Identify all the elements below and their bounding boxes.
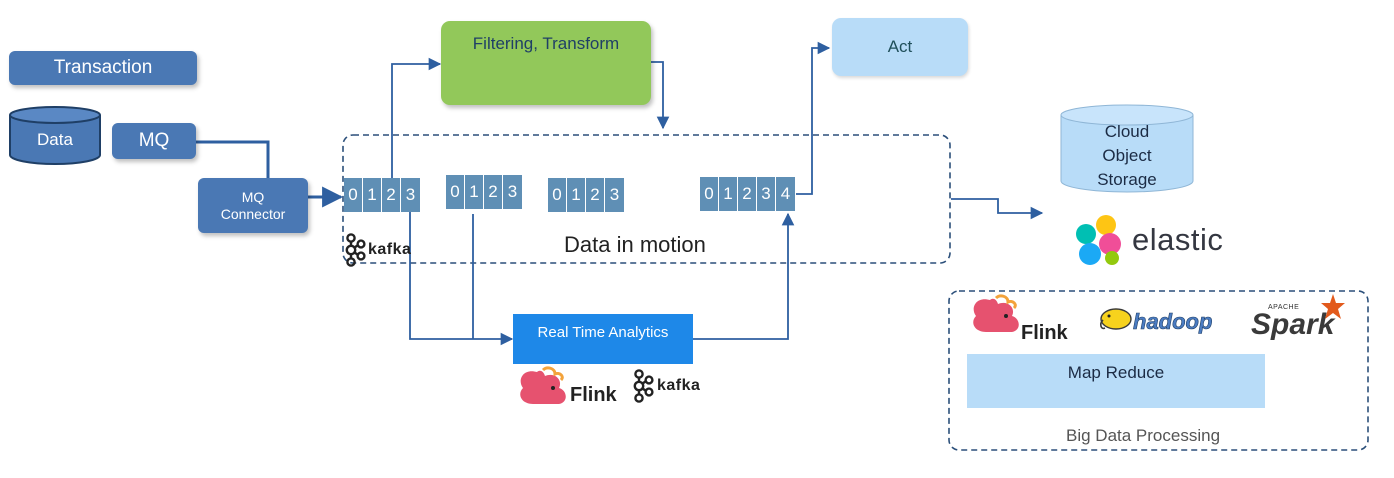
elastic-logo-icon [1076,215,1121,265]
stream-to-storage-arrow [951,198,1044,220]
map-reduce-label: Map Reduce [1067,363,1165,382]
queue-cell: 1 [465,175,484,209]
cloud-line2: Object [1102,146,1152,165]
queue-cell: 0 [548,178,567,212]
mq-to-connector-line [196,140,270,178]
mq-connector-line2: Connector [220,205,286,222]
act-box: Act [832,18,968,76]
queue-cell: 2 [586,178,605,212]
kafka-logo-text-2: kafka [657,377,701,394]
kafka-logo-icon-2 [633,369,654,403]
flink-logo-text-2: Flink [1021,322,1068,344]
cloud-line1: Cloud [1104,122,1150,141]
flink-logo-text: Flink [570,384,617,406]
spark-logo-text: Spark [1251,308,1335,341]
hadoop-elephant-icon [1100,308,1132,330]
mq-connector-line1: MQ [241,188,265,205]
queue-cell: 3 [503,175,522,209]
data-cylinder [9,106,101,165]
realtime-to-queue4-arrow [692,212,795,340]
flink-squirrel-icon-2 [973,294,1019,332]
elastic-logo-text: elastic [1132,222,1224,257]
data-label: Data [37,130,73,149]
queue-cell: 1 [567,178,586,212]
kafka-logo-icon [345,233,366,267]
real-time-analytics-label: Real Time Analytics [537,324,669,341]
mq-box: MQ [112,123,196,159]
data-label-wrap: Data [8,120,102,160]
queue-cell: 0 [700,177,719,211]
queue-cell: 1 [363,178,382,212]
queue-cell: 4 [776,177,795,211]
queue-cell: 2 [484,175,503,209]
hadoop-logo-text: hadoop [1133,309,1213,335]
queue-cell: 3 [605,178,624,212]
cloud-storage-label: Cloud Object Storage [1059,120,1195,192]
filtering-transform-label: Filtering, Transform [472,34,620,53]
queue-cell: 1 [719,177,738,211]
mq-connector-box: MQ Connector [198,178,308,233]
big-data-region [948,290,1369,451]
queue-cell: 2 [382,178,401,212]
cloud-storage-cylinder [1060,104,1194,193]
transaction-label: Transaction [53,57,153,78]
mq-label: MQ [138,130,170,151]
queue-cell: 3 [757,177,776,211]
queue-to-filter-arrow [391,57,442,178]
kafka-logo-text: kafka [368,241,412,258]
real-time-analytics-box: Real Time Analytics [513,314,693,364]
filter-to-stream-arrow [651,61,670,130]
act-label: Act [887,37,913,56]
data-in-motion-label: Data in motion [564,232,706,257]
filtering-transform-box: Filtering, Transform [441,21,651,105]
big-data-processing-label: Big Data Processing [1066,426,1221,445]
transaction-box: Transaction [9,51,197,85]
map-reduce-box: Map Reduce [967,354,1265,408]
flink-squirrel-icon [520,366,566,404]
cloud-line3: Storage [1097,170,1157,189]
spark-star-icon [1321,294,1345,319]
queue-cell: 2 [738,177,757,211]
queue-cell: 0 [446,175,465,209]
spark-apache-text: APACHE [1268,304,1300,311]
queue1-to-realtime-line [409,212,514,346]
queue-cell: 0 [344,178,363,212]
queue-cell: 3 [401,178,420,212]
queue-to-act-arrow [796,41,831,195]
